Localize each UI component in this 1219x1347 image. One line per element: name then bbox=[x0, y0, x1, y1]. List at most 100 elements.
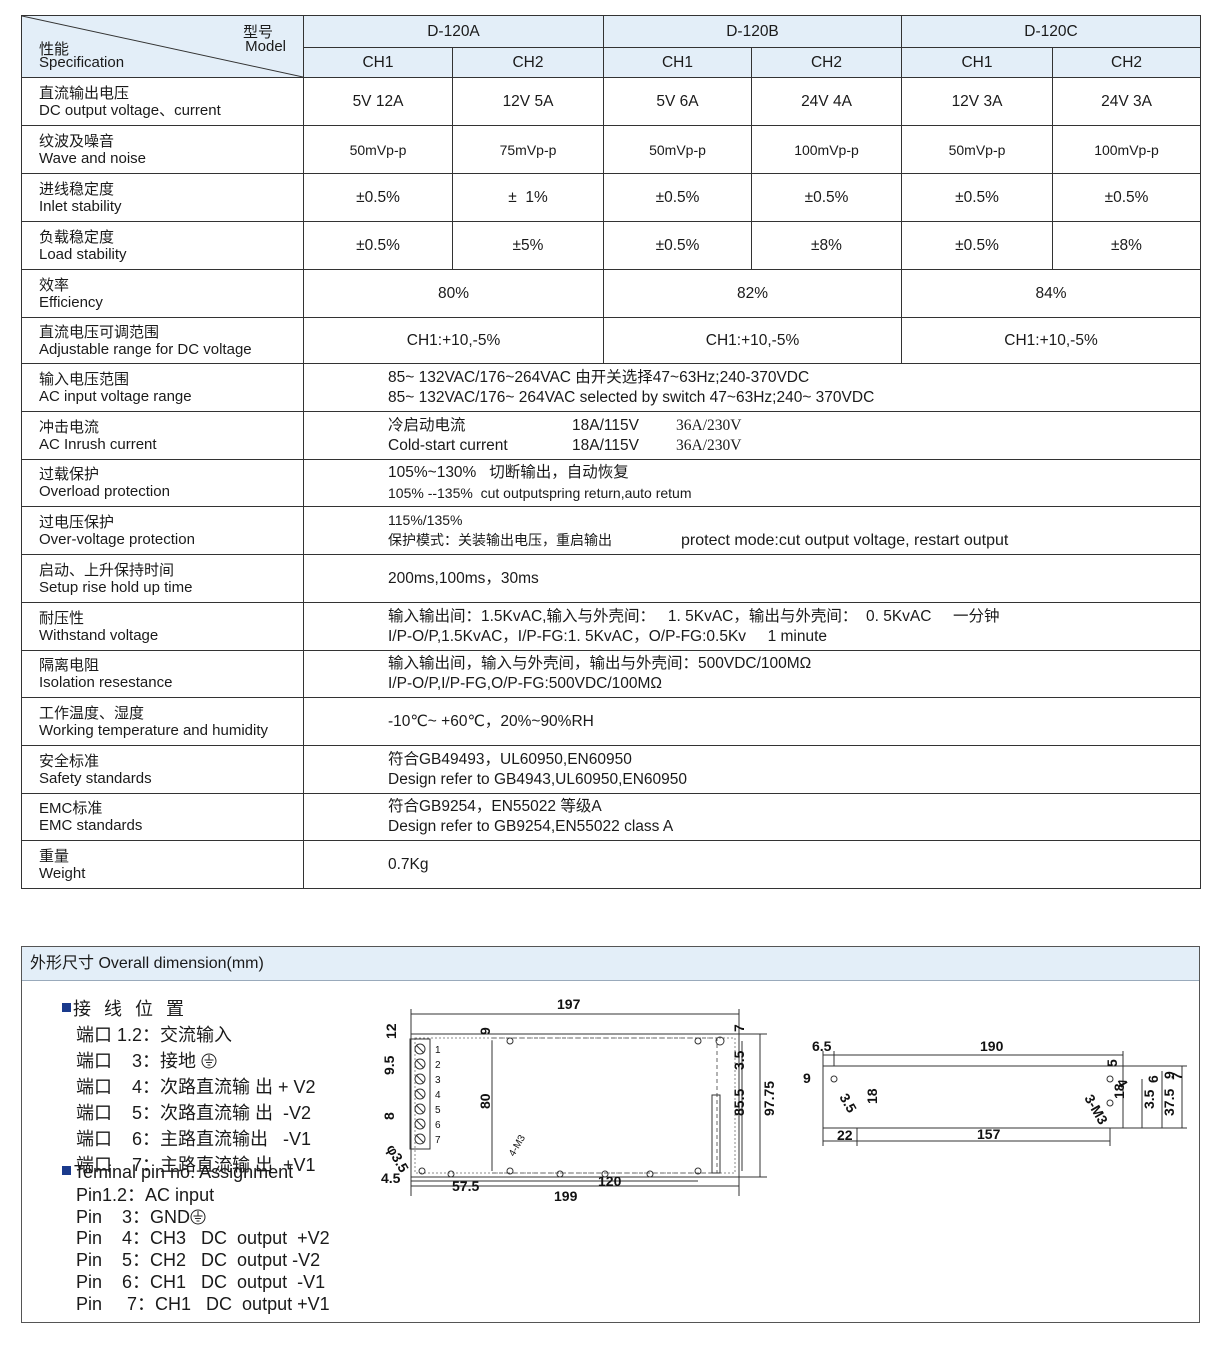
table-cell: 0.7Kg bbox=[302, 840, 1202, 889]
value-line: 符合GB9254，EN55022 等级A bbox=[388, 798, 602, 815]
front-outline bbox=[410, 1033, 740, 1178]
model-label-en: Model bbox=[245, 38, 286, 55]
row-label-en: EMC standards bbox=[39, 817, 143, 834]
dim-label: 3.5 bbox=[731, 1050, 747, 1070]
row-label-zh: 过载保护 bbox=[39, 466, 100, 483]
channel-header: CH1 bbox=[303, 47, 453, 78]
dim-label: 8 bbox=[381, 1112, 397, 1120]
value-line: I/P-O/P,I/P-FG,O/P-FG:500VDC/100MΩ bbox=[388, 675, 663, 692]
row-label-zh: 耐压性 bbox=[39, 609, 85, 627]
wiring-row: 端口 1.2：交流输入 bbox=[76, 1025, 233, 1045]
row-label-zh: 直流输出电压 bbox=[39, 84, 130, 102]
row-label-en: Wave and noise bbox=[39, 149, 147, 167]
row-label-zh: 负载稳定度 bbox=[39, 228, 115, 246]
table-cell: 105%~130% 切断输出，自动恢复 105% --135% cut outp… bbox=[302, 459, 1202, 507]
front-side-bracket bbox=[711, 1094, 721, 1174]
side-hole bbox=[830, 1075, 838, 1083]
dim-label: 85.5 bbox=[731, 1089, 747, 1116]
protect-mode-zh: 保护模式：关装输出电压，重启输出 bbox=[388, 532, 612, 548]
vent-hole bbox=[715, 1036, 725, 1046]
dim-label: 197 bbox=[557, 996, 581, 1012]
wiring-row: 端口 5：次路直流输 出 -V2 bbox=[76, 1103, 312, 1123]
terminal-number: 3 bbox=[435, 1075, 441, 1086]
table-cell: 输入输出间：1.5KvAC,输入与外壳间： 1. 5KvAC，输出与外壳间： 0… bbox=[302, 602, 1202, 651]
pin-row: Pin 3：GND bbox=[76, 1207, 330, 1229]
table-cell: CH1:+10,-5% bbox=[603, 317, 902, 364]
front-view bbox=[409, 1009, 767, 1196]
row-label-zh: 重量 bbox=[39, 847, 70, 865]
table-cell: 12V 3A bbox=[901, 77, 1053, 126]
table-cell: ±0.5% bbox=[901, 173, 1053, 222]
inrush-label: 冷启动电流 bbox=[388, 416, 466, 434]
model-header: D-120C bbox=[900, 15, 1202, 48]
row-label-en: Adjustable range for DC voltage bbox=[39, 340, 252, 358]
table-cell: ±0.5% bbox=[1051, 173, 1202, 222]
value-line: 输入输出间，输入与外壳间，输出与外壳间：500VDC/100MΩ bbox=[388, 655, 812, 672]
terminal-number: 4 bbox=[435, 1090, 441, 1101]
table-cell: ±8% bbox=[751, 221, 902, 270]
channel-header-row: CH1 CH2 CH1 CH2 CH1 CH2 bbox=[22, 47, 1202, 78]
value-line: I/P-O/P,1.5KvAC，I/P-FG:1. 5KvAC，O/P-FG:0… bbox=[388, 627, 828, 645]
table-cell: ±5% bbox=[452, 221, 604, 270]
model-header-row: 型号 Model 性能 Specification D-120A D-120B … bbox=[21, 15, 1202, 78]
wiring-row-text: 端口 3：接地 bbox=[76, 1051, 197, 1071]
side-view-labels: 6.5 190 9 3.5 18 22 157 5 3-M3 4 18 3.5 … bbox=[803, 1038, 1185, 1143]
side-hole bbox=[1106, 1075, 1114, 1083]
ground-symbol-icon bbox=[190, 1209, 206, 1225]
row-label-zh: 效率 bbox=[39, 276, 70, 294]
dim-label: 5 bbox=[1104, 1059, 1120, 1067]
bullet-square-icon bbox=[62, 1166, 71, 1175]
bullet-square-icon bbox=[62, 1003, 71, 1012]
front-mount-rect bbox=[491, 1037, 718, 1174]
dim-label: 80 bbox=[477, 1093, 493, 1109]
wiring-row: 端口 4：次路直流输 出 + V2 bbox=[76, 1077, 316, 1097]
table-cell: 200ms,100ms，30ms bbox=[302, 554, 1202, 603]
bottom-hole bbox=[601, 1170, 609, 1178]
dim-label: 57.5 bbox=[452, 1178, 479, 1194]
channel-header: CH1 bbox=[603, 47, 752, 78]
row-label-en: Overload protection bbox=[39, 483, 170, 500]
row-label-en: AC input voltage range bbox=[39, 387, 192, 405]
row-label-en: AC Inrush current bbox=[39, 435, 157, 453]
pin-row: Pin 4：CH3 DC output +V2 bbox=[76, 1228, 330, 1249]
dim-label: 6 bbox=[1145, 1075, 1161, 1083]
row-label-zh: 输入电压范围 bbox=[39, 370, 130, 388]
channel-header: CH2 bbox=[1051, 47, 1202, 78]
table-cell: 50mVp-p bbox=[603, 125, 752, 174]
pin-title: Teminal pin no. Assignment bbox=[74, 1162, 294, 1182]
row-label-en: Load stability bbox=[39, 245, 127, 263]
dim-label: 3-M3 bbox=[1081, 1092, 1111, 1128]
table-cell: 输入输出间，输入与外壳间，输出与外壳间：500VDC/100MΩ I/P-O/P… bbox=[302, 650, 1202, 698]
table-cell: -10℃~ +60℃，20%~90%RH bbox=[302, 697, 1202, 746]
table-cell: CH1:+10,-5% bbox=[303, 317, 604, 364]
table-cell: 100mVp-p bbox=[1051, 125, 1202, 174]
table-cell: 24V 3A bbox=[1051, 77, 1202, 126]
dim-label: 199 bbox=[554, 1188, 578, 1204]
row-label-zh: 安全标准 bbox=[39, 752, 100, 770]
table-cell: ±0.5% bbox=[603, 221, 752, 270]
ground-symbol-icon bbox=[201, 1053, 217, 1069]
wiring-position-list: 接 线 位 置 端口 1.2：交流输入 端口 3：接地 端口 4：次路直流输 出… bbox=[62, 996, 316, 1178]
model-header: D-120B bbox=[603, 15, 902, 48]
pin-row: Pin 7：CH1 DC output +V1 bbox=[76, 1293, 330, 1314]
table-cell: ±0.5% bbox=[303, 173, 453, 222]
table-cell: ± 1% bbox=[452, 173, 604, 222]
dim-label: 4.5 bbox=[381, 1170, 401, 1186]
table-cell: 84% bbox=[900, 269, 1202, 318]
row-label-en: Over-voltage protection bbox=[39, 530, 195, 548]
table-cell: ±0.5% bbox=[303, 221, 453, 270]
